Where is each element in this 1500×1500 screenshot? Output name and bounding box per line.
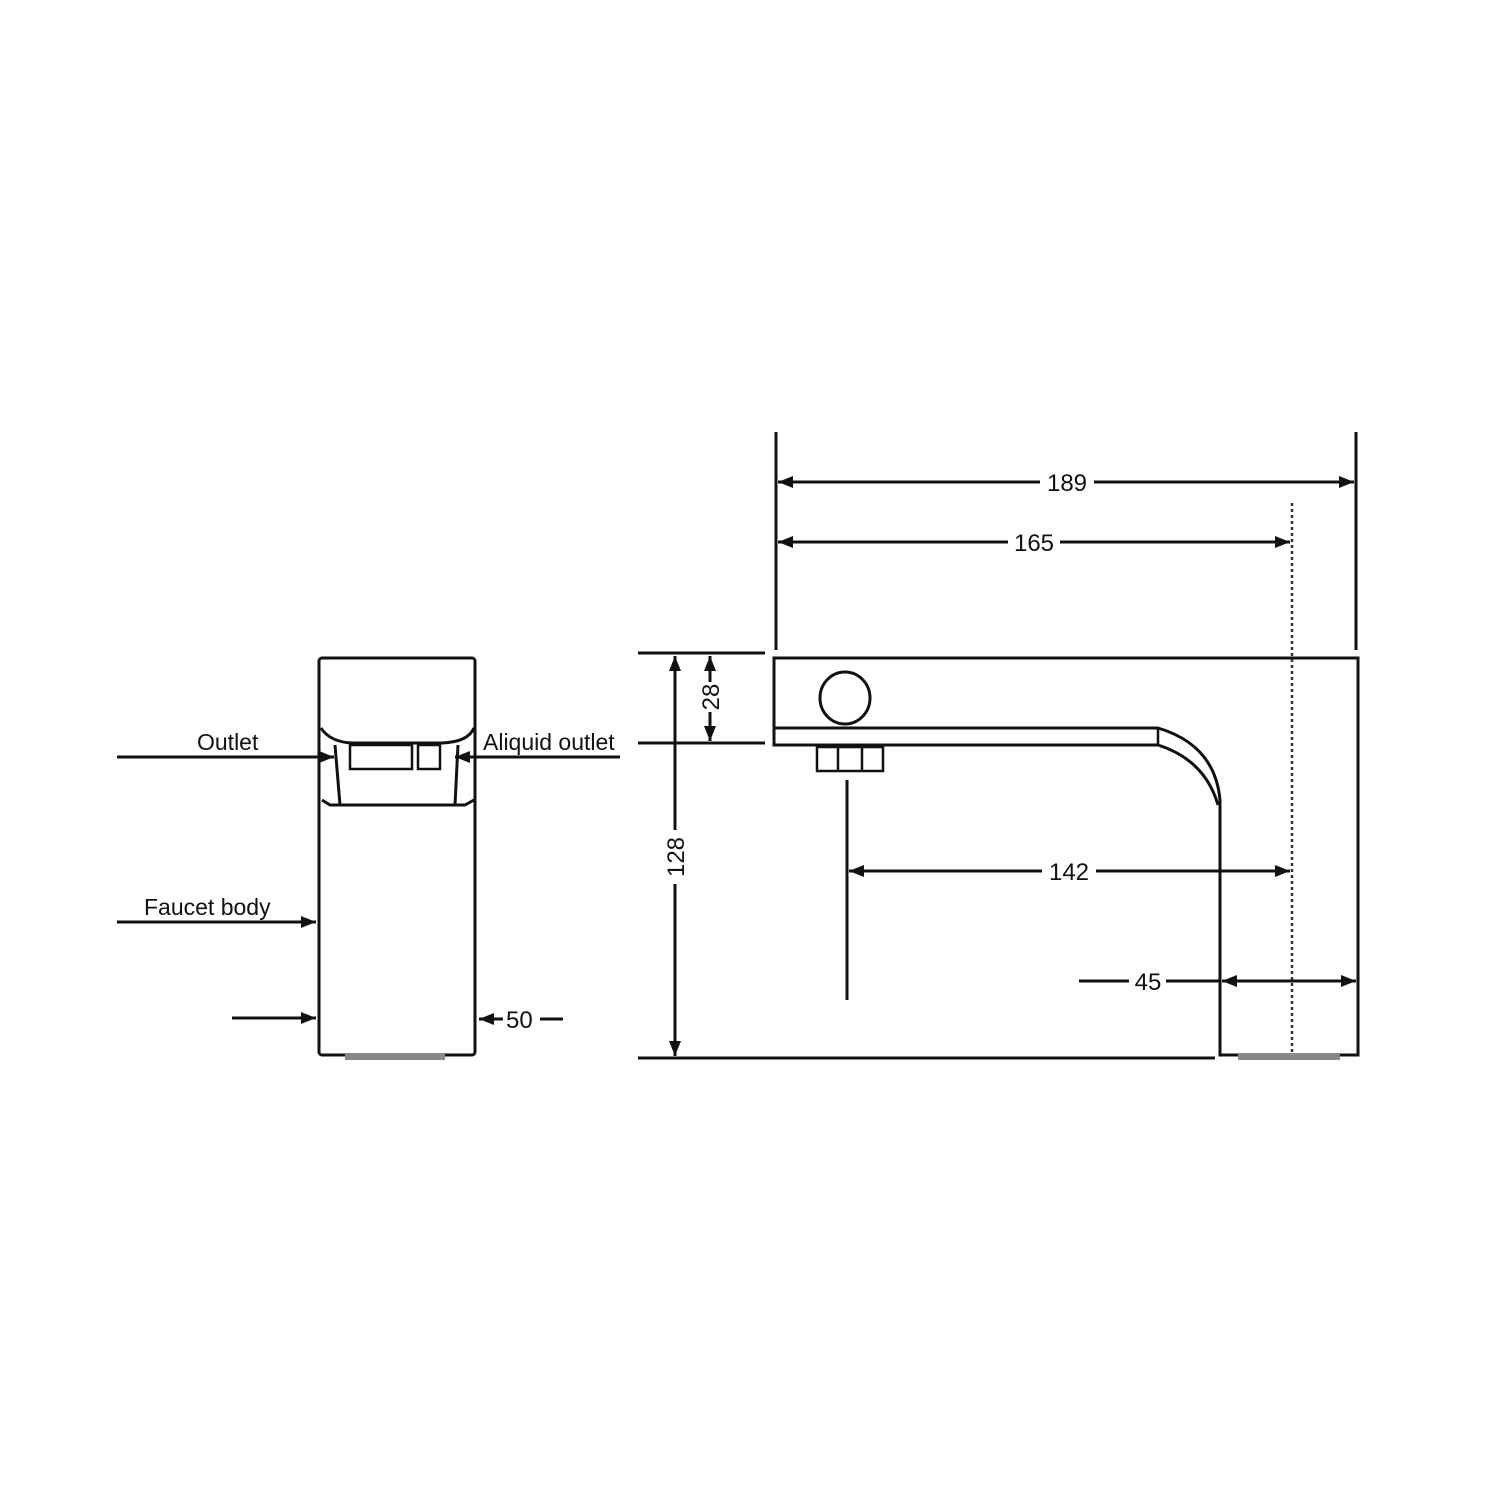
sensor-circle: [818, 670, 872, 726]
dim-28-label: 28: [698, 684, 725, 711]
aliquid-outlet-label: Aliquid outlet: [483, 729, 615, 755]
dim-165-label: 165: [1014, 530, 1054, 557]
aliquid-outlet-slot: [416, 743, 442, 771]
aerator-nut: [815, 745, 885, 773]
front-base-foot: [345, 1054, 445, 1060]
faucet-body-label: Faucet body: [144, 894, 271, 920]
outlet-slot: [348, 743, 414, 771]
dim-189-label: 189: [1047, 470, 1087, 497]
width-dim-label: 50: [506, 1007, 533, 1034]
front-body-outline: [317, 656, 477, 1057]
front-top-curve: [319, 727, 476, 745]
side-body-outline: [772, 656, 1360, 1057]
side-base-foot: [1238, 1054, 1340, 1060]
dim-128-label: 128: [663, 837, 690, 877]
dim-45-label: 45: [1135, 969, 1162, 996]
spout-underside: [772, 728, 1220, 806]
front-view: Outlet Aliquid outlet Faucet body 50: [117, 656, 620, 1060]
dim-142-label: 142: [1049, 859, 1089, 886]
front-outlet-housing: [321, 744, 475, 807]
side-view: 189 165 142 45 128 28: [638, 432, 1360, 1060]
outlet-label: Outlet: [197, 729, 259, 755]
